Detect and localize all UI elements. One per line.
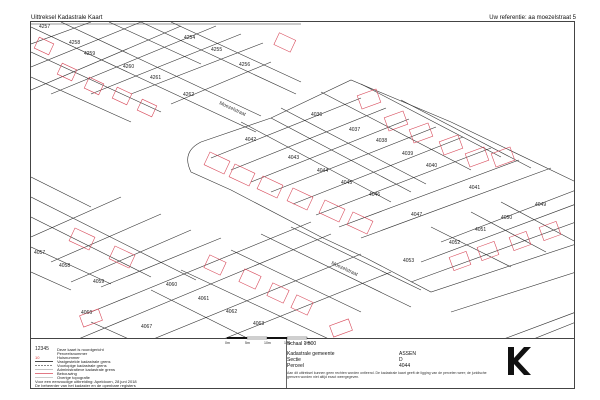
- parcel-4038[interactable]: 4038: [376, 138, 387, 144]
- parcel-4041[interactable]: 4041: [469, 185, 480, 191]
- house-number-sample: 10: [35, 355, 40, 361]
- kadaster-logo-icon: [500, 345, 532, 377]
- parcel-4040[interactable]: 4040: [426, 163, 437, 169]
- parcel-4057[interactable]: 4057: [34, 250, 45, 256]
- scale-label-3: 15m: [284, 341, 291, 345]
- perceel-value: 4044: [399, 363, 411, 369]
- parcel-4061[interactable]: 4061: [198, 296, 209, 302]
- parcel-4037[interactable]: 4037: [349, 127, 360, 133]
- parcel-4036[interactable]: 4036: [311, 112, 322, 118]
- parcel-4049[interactable]: 4049: [535, 202, 546, 208]
- parcel-4058[interactable]: 4058: [59, 263, 70, 269]
- parcel-4039[interactable]: 4039: [402, 151, 413, 157]
- parcel-block-south-west: [31, 176, 422, 338]
- parcel-4066[interactable]: 4066: [81, 310, 92, 316]
- sample-number: 12345: [35, 346, 49, 353]
- parcel-4045[interactable]: 4045: [341, 180, 352, 186]
- parcel-4044[interactable]: 4044: [317, 168, 328, 174]
- parcel-4259[interactable]: 4259: [84, 51, 95, 57]
- parcel-4258[interactable]: 4258: [69, 40, 80, 46]
- parcel-4254[interactable]: 4254: [184, 35, 195, 41]
- parcel-4256[interactable]: 4256: [239, 62, 250, 68]
- parcel-block-north-west: [31, 22, 302, 133]
- legend-row-issued: Voor een eenvoudige uitbreiding: Apeldoo…: [35, 379, 137, 384]
- street-label-moezelstraat-north: Moezelstraat: [218, 100, 247, 118]
- reference-text: Uw referentie: aa moezelstraat 5: [489, 15, 576, 21]
- parcel-4050[interactable]: 4050: [501, 215, 512, 221]
- parcel-4042[interactable]: 4042: [245, 137, 256, 143]
- legend-row-admin-border: Administratieve kadastrale grens: [35, 367, 116, 372]
- scale-label-1: 5m: [245, 341, 250, 345]
- sectie-value: D: [399, 357, 403, 363]
- parcel-4060[interactable]: 4060: [166, 282, 177, 288]
- legend-row-topography: Overige topografie: [35, 375, 90, 380]
- parcel-4063[interactable]: 4063: [253, 321, 264, 327]
- parcel-4067[interactable]: 4067: [141, 324, 152, 330]
- buildings-layer: [33, 32, 562, 338]
- parcel-4047[interactable]: 4047: [411, 212, 422, 218]
- parcel-4255[interactable]: 4255: [211, 47, 222, 53]
- parcel-4059[interactable]: 4059: [93, 279, 104, 285]
- parcel-4052[interactable]: 4052: [449, 240, 460, 246]
- parcel-4260[interactable]: 4260: [123, 64, 134, 70]
- legend-row-authority: De beheerder van het kadaster en de open…: [35, 383, 136, 388]
- parcel-block-south-east: [410, 190, 574, 338]
- scale-label-4: 20m: [304, 341, 311, 345]
- parcel-4046[interactable]: 4046: [369, 192, 380, 198]
- legend-divider: [286, 339, 287, 388]
- street-label-moezelstraat-south: Moezelstraat: [330, 260, 359, 278]
- parcel-4257[interactable]: 4257: [39, 24, 50, 30]
- gemeente-value: ASSEN: [399, 351, 416, 357]
- legend-row-fixed-border: Vastgestelde kadastrale grens: [35, 359, 111, 364]
- map-title: Uittreksel Kadastrale Kaart: [31, 15, 103, 21]
- disclaimer-note: Aan dit uittreksel kunnen geen rechten w…: [287, 371, 487, 379]
- scale-label-0: 0m: [225, 341, 230, 345]
- parcel-4051[interactable]: 4051: [475, 227, 486, 233]
- parcel-4262[interactable]: 4262: [183, 92, 194, 98]
- parcel-4043[interactable]: 4043: [288, 155, 299, 161]
- scale-bar: 0m 5m 10m 15m 20m: [222, 333, 332, 345]
- legend-row-parcel-number: Perceelsnummer: [57, 351, 88, 356]
- scale-label-2: 10m: [264, 341, 271, 345]
- parcel-4062[interactable]: 4062: [226, 309, 237, 315]
- legend-row-building: Bebouwing: [35, 371, 77, 376]
- scale-title: Schaal 1:500: [287, 341, 317, 347]
- cadastral-map[interactable]: Moezelstraat Moezelstraat 4257 4258 4259…: [30, 21, 575, 339]
- parcel-block-central: [187, 79, 574, 293]
- map-canvas: Moezelstraat Moezelstraat 4257 4258 4259…: [31, 22, 574, 338]
- parcel-4053[interactable]: 4053: [403, 258, 414, 264]
- legend-row-provisional-border: Voorlopige kadastrale grens: [35, 363, 107, 368]
- parcel-4261[interactable]: 4261: [150, 75, 161, 81]
